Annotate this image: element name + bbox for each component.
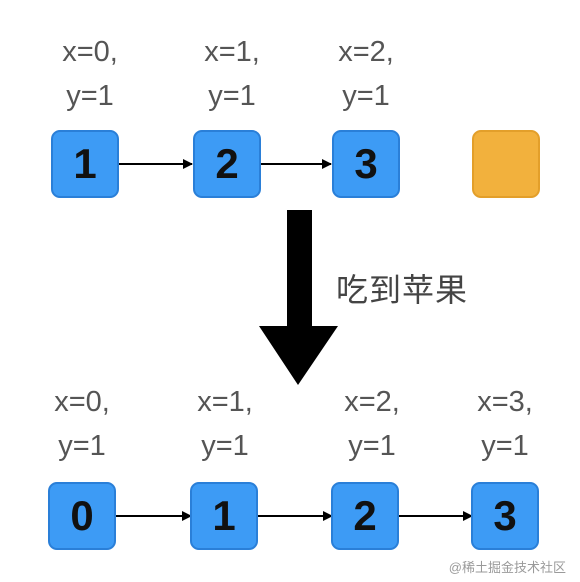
after-node-0: 0: [48, 482, 116, 550]
transition-label: 吃到苹果: [336, 272, 469, 308]
before-coord-2-x: x=2,: [338, 36, 394, 68]
after-coord-3: x=3, y=1: [455, 380, 555, 468]
after-coord-2-x: x=2,: [344, 386, 400, 418]
before-coord-1-y: y=1: [208, 80, 256, 112]
after-coord-0: x=0, y=1: [32, 380, 132, 468]
after-coord-2: x=2, y=1: [322, 380, 422, 468]
before-node-0: 1: [51, 130, 119, 198]
before-coord-1-x: x=1,: [204, 36, 260, 68]
before-coord-1: x=1, y=1: [182, 30, 282, 118]
after-coord-1-x: x=1,: [197, 386, 253, 418]
before-node-1: 2: [193, 130, 261, 198]
after-node-3: 3: [471, 482, 539, 550]
before-coord-2-y: y=1: [342, 80, 390, 112]
watermark: @稀土掘金技术社区: [448, 560, 566, 575]
after-coord-3-x: x=3,: [477, 386, 533, 418]
before-coord-2: x=2, y=1: [316, 30, 416, 118]
after-coord-0-x: x=0,: [54, 386, 110, 418]
before-node-2: 3: [332, 130, 400, 198]
before-coord-0-x: x=0,: [62, 36, 118, 68]
after-coord-2-y: y=1: [348, 430, 396, 462]
after-node-2: 2: [331, 482, 399, 550]
after-coord-1-y: y=1: [201, 430, 249, 462]
before-coord-0: x=0, y=1: [40, 30, 140, 118]
apple: [472, 130, 540, 198]
transition-arrow-icon: [259, 210, 338, 385]
after-coord-1: x=1, y=1: [175, 380, 275, 468]
after-node-1: 1: [190, 482, 258, 550]
after-coord-0-y: y=1: [58, 430, 106, 462]
before-coord-0-y: y=1: [66, 80, 114, 112]
after-coord-3-y: y=1: [481, 430, 529, 462]
